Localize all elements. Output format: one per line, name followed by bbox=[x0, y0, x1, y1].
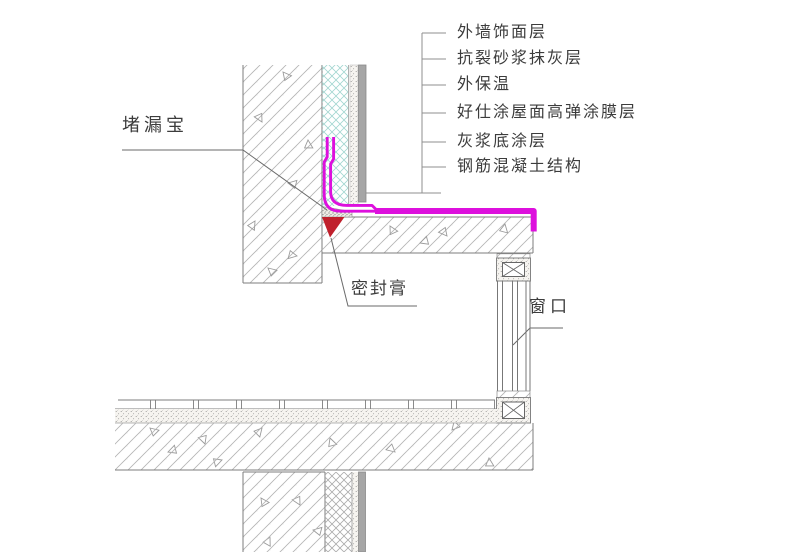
floor-screed-band bbox=[115, 409, 497, 423]
membrane-inner-line bbox=[329, 137, 379, 212]
callout-window-opening: 窗口 bbox=[529, 297, 571, 316]
membrane-coating bbox=[322, 137, 537, 232]
sill-slab-concrete bbox=[322, 216, 534, 254]
lower-insulation-layer bbox=[325, 472, 352, 552]
window-mullion-lines bbox=[497, 281, 531, 391]
callout-anticrack-mortar: 抗裂砂浆抹灰层 bbox=[457, 50, 584, 67]
leak-blocker-leader bbox=[122, 149, 328, 211]
lower-finish-layer bbox=[358, 471, 366, 552]
callout-membrane: 好仕涂屋面高弹涂膜层 bbox=[457, 104, 638, 121]
callout-sealant: 密封膏 bbox=[351, 279, 408, 298]
callout-exterior-finish: 外墙饰面层 bbox=[457, 24, 548, 41]
mortar-layer bbox=[349, 64, 359, 207]
layer-callout-leader-comb bbox=[366, 32, 446, 194]
upper-wall-layers bbox=[322, 64, 367, 207]
lower-wall bbox=[242, 471, 366, 552]
window-leader bbox=[512, 327, 563, 346]
insulation-layer bbox=[322, 65, 348, 206]
callout-base-coat: 灰浆底涂层 bbox=[457, 133, 548, 150]
floor-slab bbox=[115, 399, 534, 471]
membrane-sill-band bbox=[375, 208, 537, 232]
finish-layer bbox=[358, 64, 367, 203]
upper-wall-concrete bbox=[242, 65, 323, 284]
sealant-wedge bbox=[322, 217, 345, 238]
lower-mortar-layer bbox=[352, 472, 359, 552]
membrane-outer-line bbox=[322, 137, 377, 213]
callout-rc-structure: 钢筋混凝土结构 bbox=[457, 158, 584, 175]
sealant-leader bbox=[330, 237, 417, 307]
callout-leak-blocker: 堵漏宝 bbox=[122, 115, 188, 135]
floor-finish-band bbox=[118, 400, 495, 409]
floor-concrete bbox=[115, 423, 533, 470]
window-frame bbox=[496, 253, 531, 424]
callout-insulation: 外保温 bbox=[457, 76, 512, 93]
